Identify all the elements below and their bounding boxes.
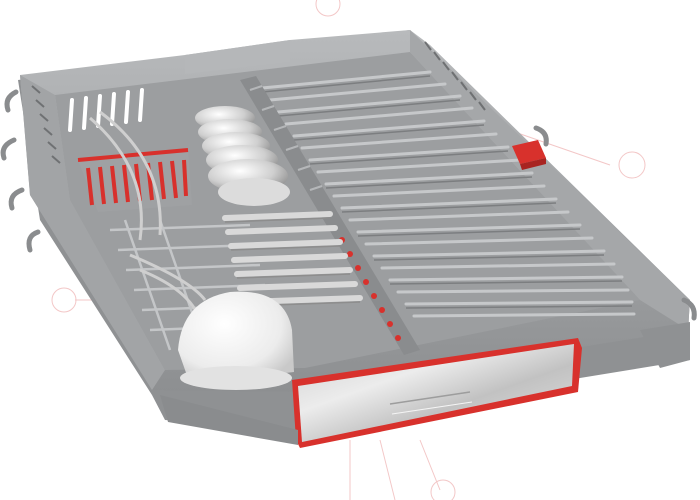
guide-circle-top bbox=[315, 0, 341, 17]
front-handle bbox=[292, 338, 582, 448]
guide-circle-bottom bbox=[430, 479, 456, 500]
side-rail-ribs bbox=[31, 41, 486, 164]
left-rack-white-tines bbox=[68, 88, 144, 132]
handle-steel-plate bbox=[298, 344, 574, 442]
spoons bbox=[195, 106, 290, 206]
tray-foot-right bbox=[640, 322, 690, 368]
hook-icon bbox=[533, 125, 549, 147]
white-cup bbox=[178, 291, 294, 390]
red-release-tab bbox=[512, 140, 546, 170]
guide-circle-right bbox=[618, 151, 646, 179]
tray-back-lip bbox=[185, 40, 290, 74]
tray-foot-front bbox=[160, 395, 298, 445]
hook-icon bbox=[26, 229, 41, 253]
tray-left-wall bbox=[20, 75, 165, 390]
side-hooks bbox=[0, 89, 697, 321]
guide-circle-left bbox=[51, 287, 77, 313]
red-comb bbox=[86, 159, 188, 206]
tine-shadows bbox=[261, 75, 633, 309]
tine-rows bbox=[260, 70, 636, 318]
hook-icon bbox=[8, 187, 25, 211]
hook-icon bbox=[4, 89, 19, 113]
hook-icon bbox=[0, 137, 17, 161]
tab-icon bbox=[512, 140, 546, 164]
hook-icon bbox=[681, 297, 697, 321]
tray-right-wall bbox=[410, 30, 690, 330]
